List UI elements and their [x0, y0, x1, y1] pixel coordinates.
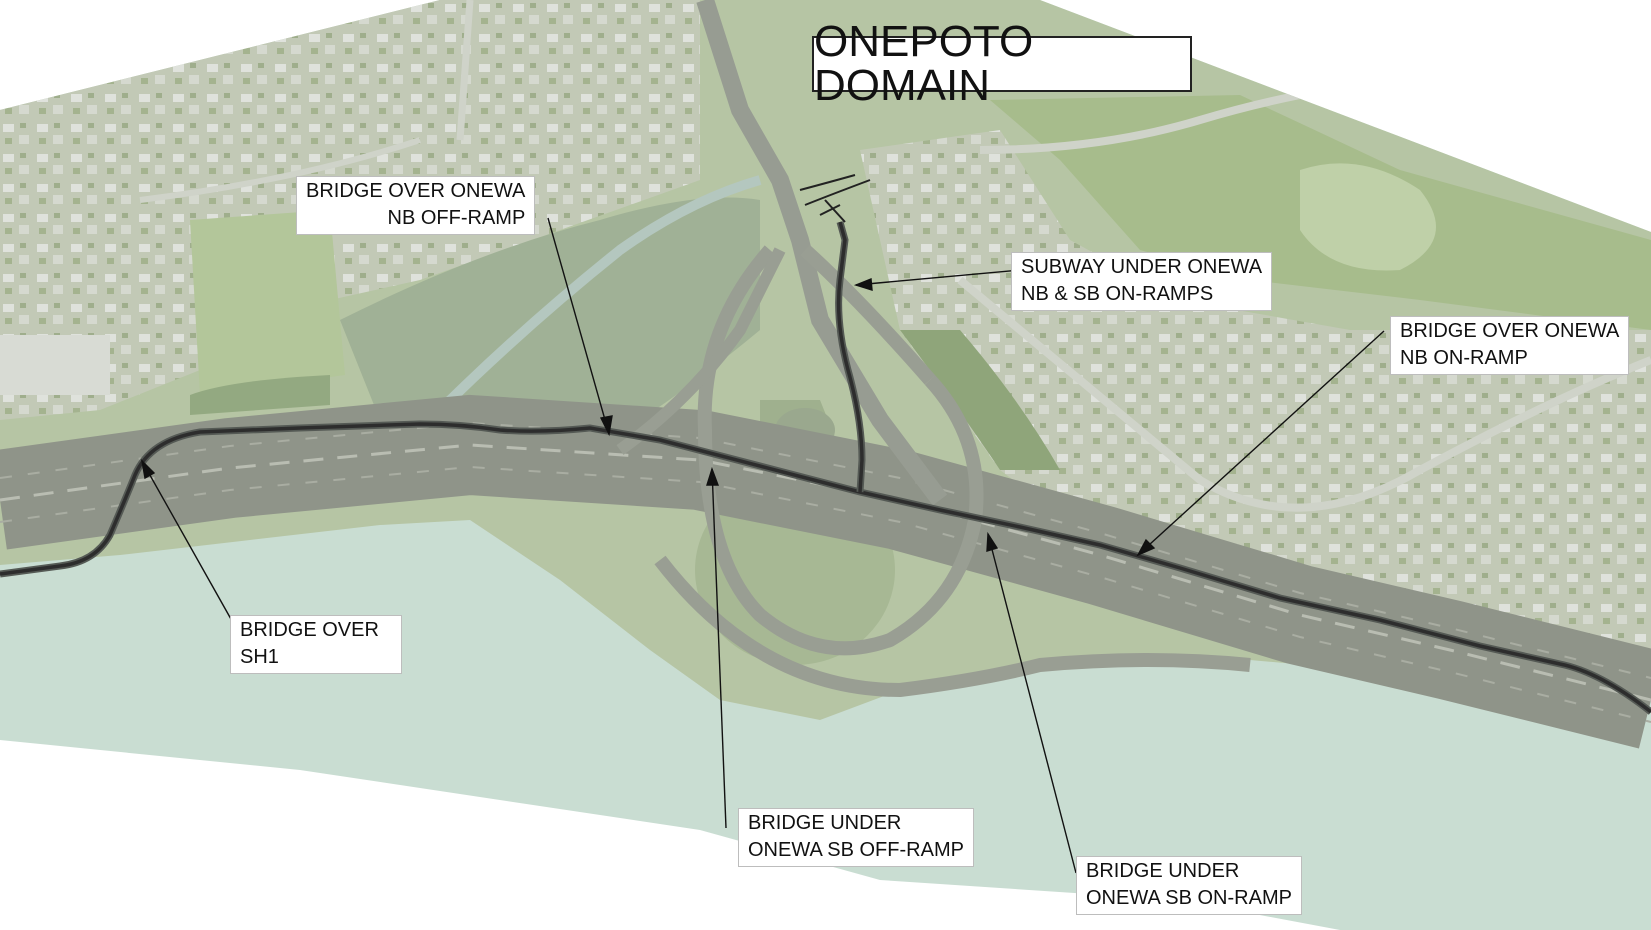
- callout-line-2: ONEWA SB ON-RAMP: [1086, 887, 1292, 909]
- callout-line-2: SH1: [240, 646, 279, 668]
- callout-bridge-under-onewa-sb-on-ramp: BRIDGE UNDER ONEWA SB ON-RAMP: [1076, 856, 1302, 915]
- callout-bridge-under-onewa-sb-off-ramp: BRIDGE UNDER ONEWA SB OFF-RAMP: [738, 808, 974, 867]
- callout-bridge-over-onewa-nb-off-ramp: BRIDGE OVER ONEWA NB OFF-RAMP: [296, 176, 536, 235]
- callout-line-1: BRIDGE OVER ONEWA: [306, 180, 526, 202]
- callout-line-2: NB ON-RAMP: [1400, 347, 1528, 369]
- callout-line-1: BRIDGE OVER: [240, 619, 379, 641]
- sports-field: [190, 210, 345, 395]
- callout-subway-under-onewa: SUBWAY UNDER ONEWA NB & SB ON-RAMPS: [1011, 252, 1273, 311]
- callout-line-2: ONEWA SB OFF-RAMP: [748, 839, 964, 861]
- callout-line-1: BRIDGE UNDER: [1086, 860, 1240, 882]
- callout-bridge-over-onewa-nb-on-ramp: BRIDGE OVER ONEWA NB ON-RAMP: [1390, 316, 1630, 375]
- proposed-alignment: [0, 174, 1651, 715]
- leader-lines: [140, 217, 1385, 874]
- callout-line-2: NB OFF-RAMP: [387, 207, 526, 229]
- callout-line-1: BRIDGE OVER ONEWA: [1400, 320, 1620, 342]
- map-title-text: ONEPOTO DOMAIN: [814, 17, 1034, 110]
- car-park: [0, 335, 110, 395]
- callout-line-1: BRIDGE UNDER: [748, 812, 902, 834]
- callout-line-2: NB & SB ON-RAMPS: [1021, 283, 1214, 305]
- callout-line-1: SUBWAY UNDER ONEWA: [1021, 256, 1263, 278]
- callout-bridge-over-sh1: BRIDGE OVER SH1: [230, 615, 402, 674]
- map-title: ONEPOTO DOMAIN: [812, 20, 1192, 108]
